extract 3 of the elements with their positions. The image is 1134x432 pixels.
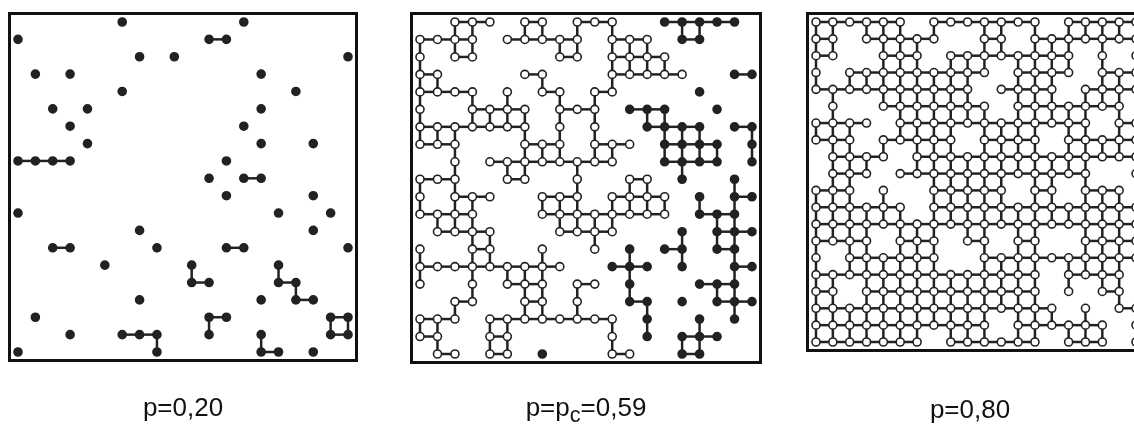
probability-label: p=p$_{c}$=0,59 — [525, 392, 647, 429]
probability-label: p=0,20 — [142, 392, 224, 423]
probability-label: p=0,80 — [929, 394, 1011, 425]
